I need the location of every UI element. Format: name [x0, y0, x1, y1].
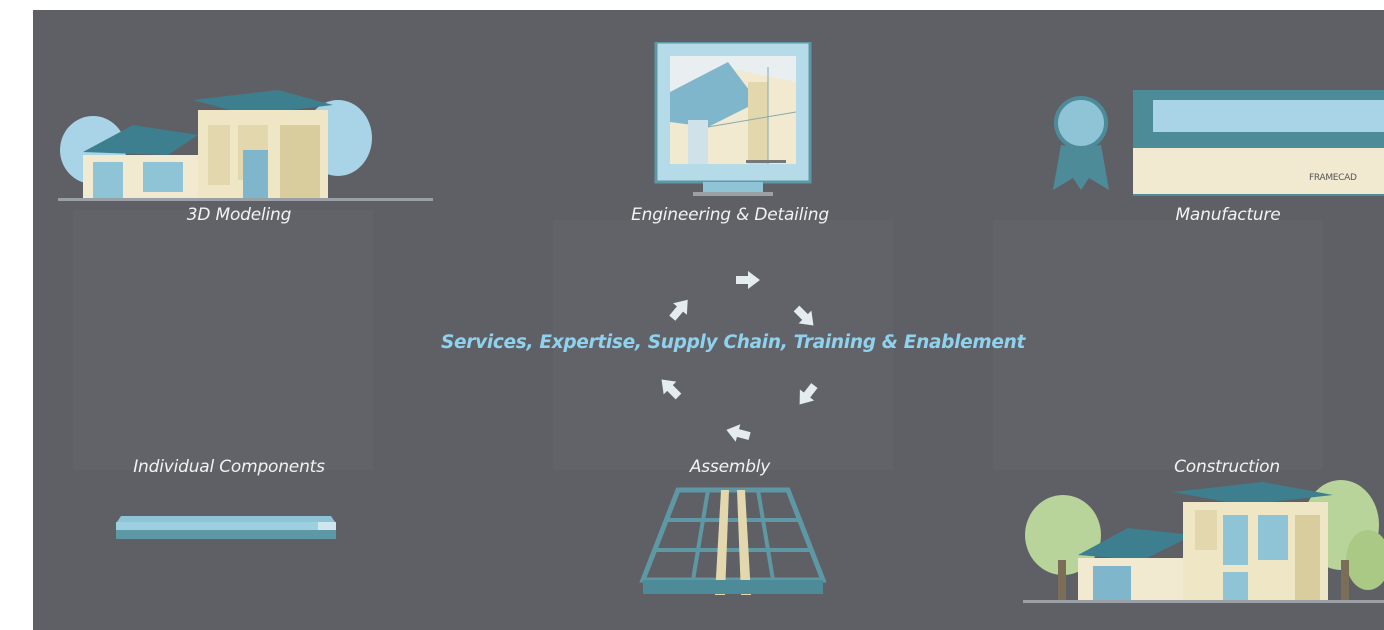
assembly-illustration [639, 487, 827, 595]
manufacture-illustration [1053, 90, 1384, 196]
cycle-arrows [661, 271, 818, 442]
3d-modeling-illustration [58, 90, 433, 201]
diagram-panel: 3D Modeling Engineering & Detailing FRAM… [33, 10, 1384, 630]
arrow-icon [661, 379, 682, 400]
stage-label-construction: Construction [1174, 457, 1280, 477]
stage-label-assembly: Assembly [689, 457, 771, 477]
arrow-icon [799, 383, 818, 405]
arrow-icon [736, 271, 760, 289]
stage-label-engineering: Engineering & Detailing [631, 205, 829, 225]
background-tile [993, 220, 1323, 470]
arrow-icon [669, 299, 688, 321]
arrow-icon [793, 305, 814, 326]
background-tile [73, 210, 373, 470]
stage-label-individual-components: Individual Components [133, 457, 325, 477]
arrow-icon [726, 424, 751, 442]
monitor-illustration [654, 42, 812, 196]
construction-illustration [1023, 480, 1384, 603]
stage-label-manufacture: Manufacture [1175, 205, 1281, 225]
stage-label-3d-modeling: 3D Modeling [186, 205, 292, 225]
center-services-text: Services, Expertise, Supply Chain, Train… [440, 332, 1026, 353]
individual-components-illustration [116, 516, 336, 539]
manufacture-brand-text: FRAMECAD [1309, 173, 1357, 183]
